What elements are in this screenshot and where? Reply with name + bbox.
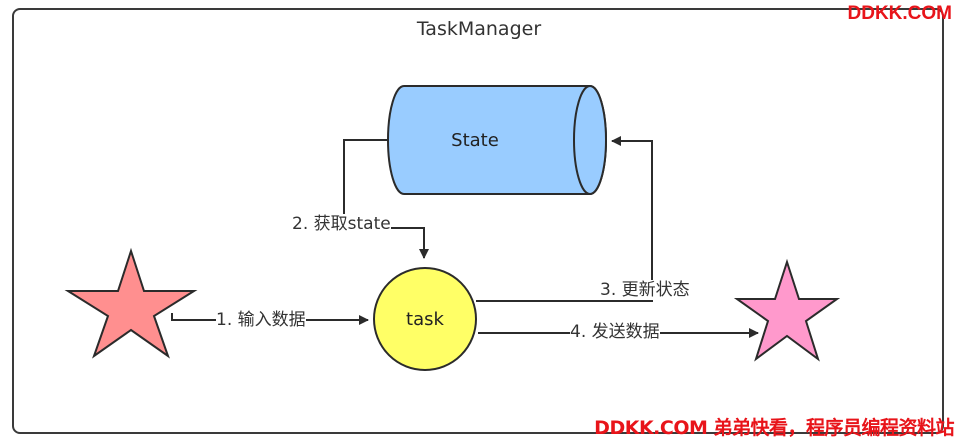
diagram-title: TaskManager (416, 18, 542, 40)
state-label: State (451, 130, 499, 151)
edge-label-get-state: 2. 获取state (292, 214, 391, 234)
edge-label-send: 4. 发送数据 (570, 322, 660, 342)
taskmanager-frame (12, 8, 944, 434)
edge-label-update-state: 3. 更新状态 (600, 280, 690, 300)
watermark-bottom: DDKK.COM 弟弟快看，程序员编程资料站 (594, 417, 954, 439)
state-cylinder (387, 85, 607, 195)
task-node (373, 267, 477, 371)
edge-label-input: 1. 输入数据 (216, 310, 306, 330)
task-label: task (406, 309, 444, 330)
edge-update-state (476, 136, 653, 302)
source-star-icon (64, 247, 198, 359)
sink-star-icon (733, 258, 841, 362)
watermark-top: DDKK.COM (847, 3, 953, 24)
